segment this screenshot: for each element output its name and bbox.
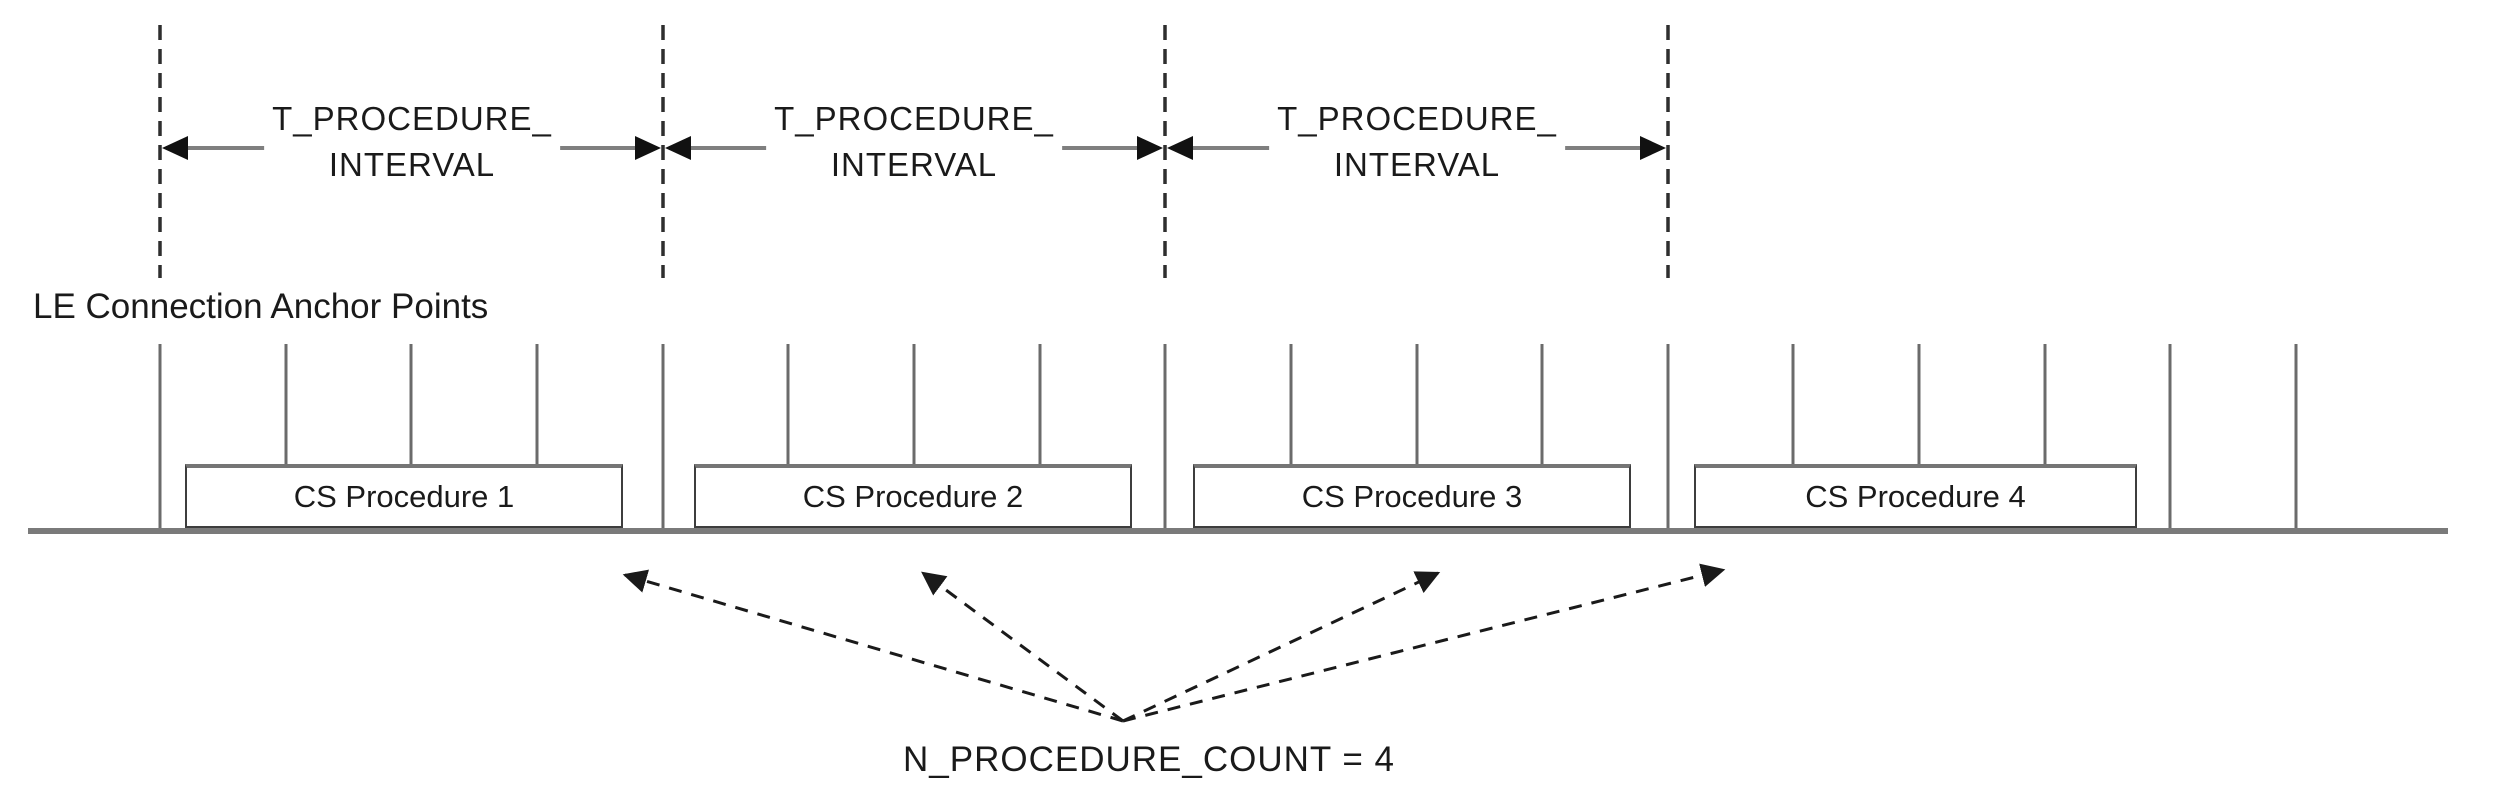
arrowhead-left-icon — [1167, 136, 1193, 160]
t-procedure-interval-label: T_PROCEDURE_ INTERVAL — [264, 96, 560, 188]
cs-procedure-box-2: CS Procedure 2 — [694, 464, 1132, 528]
cs-procedure-label: CS Procedure 3 — [1301, 479, 1523, 514]
count-fan-arrow — [1122, 571, 1441, 723]
arrowhead-right-icon — [1137, 136, 1163, 160]
arrowhead-right-icon — [635, 136, 661, 160]
interval-label-line2: INTERVAL — [830, 146, 998, 183]
cs-procedure-box-3: CS Procedure 3 — [1193, 464, 1631, 528]
interval-label-line1: T_PROCEDURE_ — [774, 100, 1054, 137]
cs-procedure-label: CS Procedure 2 — [802, 479, 1024, 514]
cs-procedure-box-1: CS Procedure 1 — [185, 464, 623, 528]
arrowhead-left-icon — [162, 136, 188, 160]
arrowhead-right-icon — [1640, 136, 1666, 160]
count-fan-arrow — [1122, 563, 1726, 723]
cs-procedure-box-4: CS Procedure 4 — [1694, 464, 2137, 528]
cs-procedure-label: CS Procedure 1 — [293, 479, 515, 514]
count-fan-arrow — [622, 569, 1124, 723]
anchor-points-label: LE Connection Anchor Points — [33, 287, 489, 326]
procedure-count-label: N_PROCEDURE_COUNT = 4 — [903, 740, 1395, 779]
cs-procedure-label: CS Procedure 4 — [1805, 479, 2026, 514]
interval-label-line1: T_PROCEDURE_ — [272, 100, 552, 137]
count-fan-arrow — [921, 571, 1124, 723]
t-procedure-interval-label: T_PROCEDURE_ INTERVAL — [766, 96, 1062, 188]
t-procedure-interval-label: T_PROCEDURE_ INTERVAL — [1269, 96, 1565, 188]
interval-label-line2: INTERVAL — [328, 146, 496, 183]
interval-label-line2: INTERVAL — [1333, 146, 1501, 183]
interval-label-line1: T_PROCEDURE_ — [1277, 100, 1557, 137]
arrowhead-left-icon — [665, 136, 691, 160]
